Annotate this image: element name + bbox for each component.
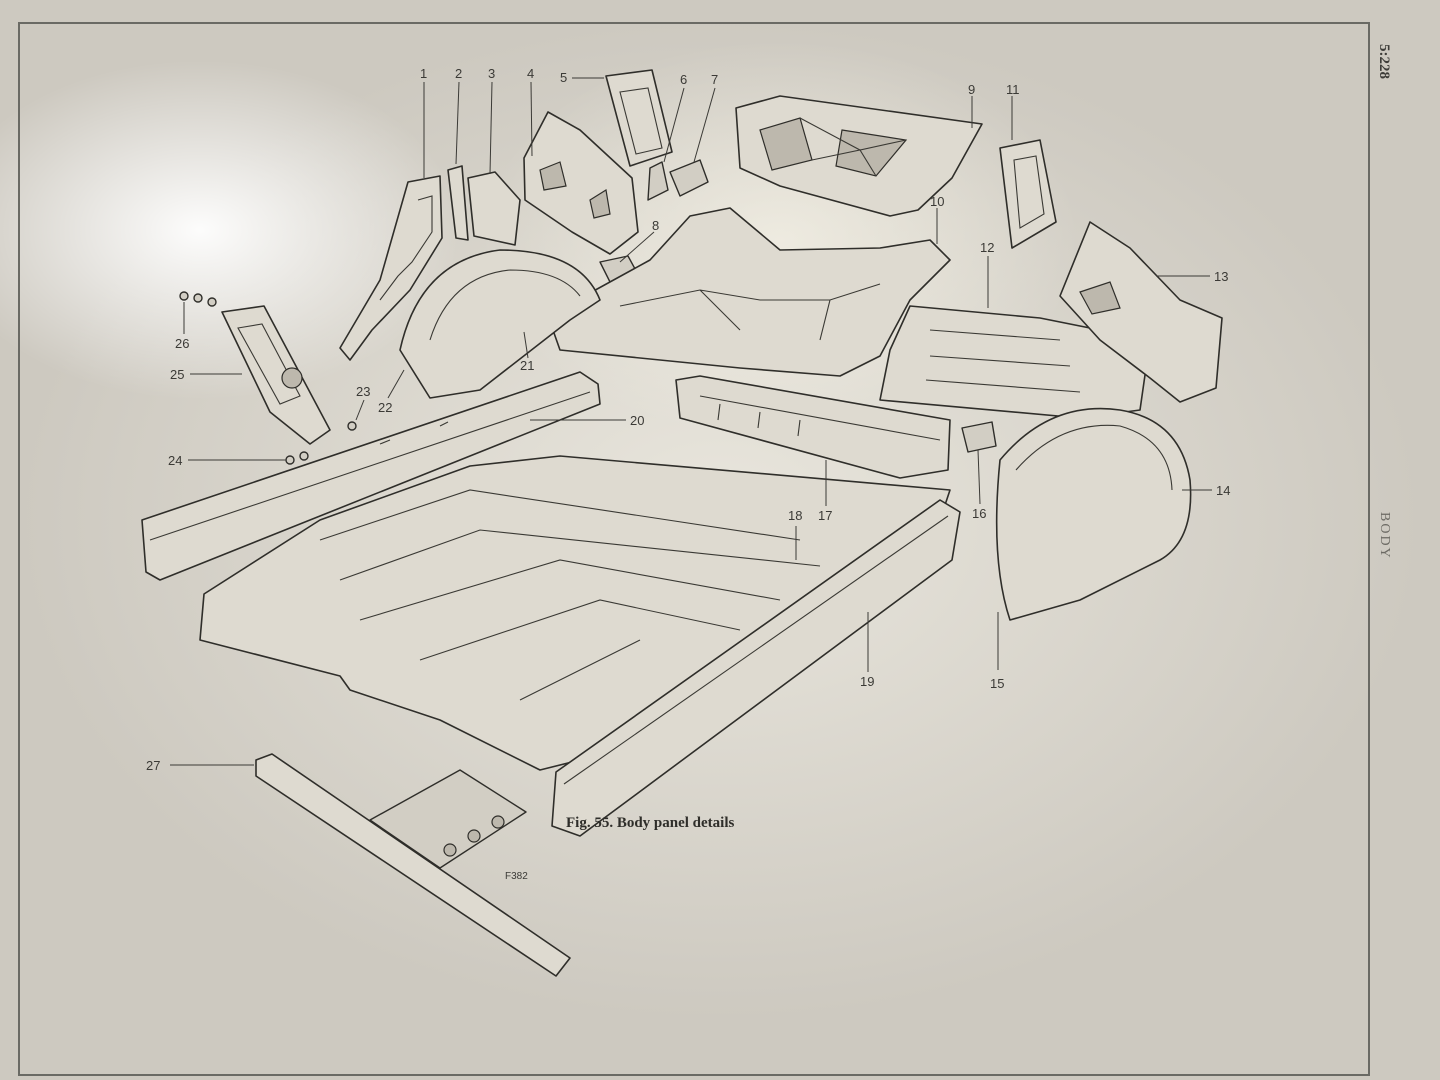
callout-13: 13 — [1214, 269, 1228, 284]
part-2-strip — [447, 165, 469, 241]
part-11-pillar — [999, 139, 1057, 249]
callout-6: 6 — [680, 72, 687, 87]
part-4-inner-quarter — [523, 111, 639, 255]
callout-15: 15 — [990, 676, 1004, 691]
callout-26: 26 — [175, 336, 189, 351]
part-20-side-rail — [141, 371, 601, 581]
callout-1: 1 — [420, 66, 427, 81]
figure-caption: Fig. 55. Body panel details — [566, 815, 735, 831]
callout-3: 3 — [488, 66, 495, 81]
part-3-small-panel — [467, 171, 521, 246]
callout-18: 18 — [788, 508, 802, 523]
part-14-wheel-arch — [995, 407, 1192, 621]
callout-20: 20 — [630, 413, 644, 428]
callout-9: 9 — [968, 82, 975, 97]
leader-lines — [170, 77, 1212, 766]
callout-4: 4 — [527, 66, 534, 81]
callout-24: 24 — [168, 453, 182, 468]
callout-25: 25 — [170, 367, 184, 382]
callout-23: 23 — [356, 384, 370, 399]
callout-16: 16 — [972, 506, 986, 521]
part-27-front-member — [255, 753, 571, 977]
page-number: 5:228 — [1376, 44, 1392, 79]
figure-frame — [18, 22, 1370, 1076]
callout-2: 2 — [455, 66, 462, 81]
callout-17: 17 — [818, 508, 832, 523]
part-21-wheel-arch-inner — [399, 249, 601, 399]
callout-7: 7 — [711, 72, 718, 87]
part-10-rear-floor — [547, 207, 951, 377]
callout-labels: 1 2 3 4 5 6 7 8 9 10 11 12 13 14 15 16 1… — [146, 66, 1230, 773]
callout-14: 14 — [1216, 483, 1230, 498]
part-25-plate — [221, 305, 331, 445]
callout-10: 10 — [930, 194, 944, 209]
figure-code: F382 — [505, 871, 528, 882]
part-13-rear-quarter — [1059, 221, 1223, 403]
part-5-pillar — [605, 69, 673, 167]
part-1-quarter-inner — [339, 175, 443, 361]
callout-21: 21 — [520, 358, 534, 373]
callout-19: 19 — [860, 674, 874, 689]
callout-8: 8 — [652, 218, 659, 233]
callout-27: 27 — [146, 758, 160, 773]
part-19-sill — [551, 499, 961, 837]
part-7-bracket — [669, 159, 709, 197]
callout-5: 5 — [560, 70, 567, 85]
part-23-clip — [347, 421, 357, 431]
part-17-cross-member — [675, 375, 951, 479]
callout-22: 22 — [378, 400, 392, 415]
callout-11: 11 — [1006, 82, 1020, 97]
part-6-bracket — [647, 161, 669, 201]
part-16-block — [961, 421, 997, 453]
part-26-fasteners — [179, 291, 189, 301]
section-title: BODY — [1377, 512, 1392, 560]
part-24-fasteners — [285, 455, 295, 465]
callout-12: 12 — [980, 240, 994, 255]
